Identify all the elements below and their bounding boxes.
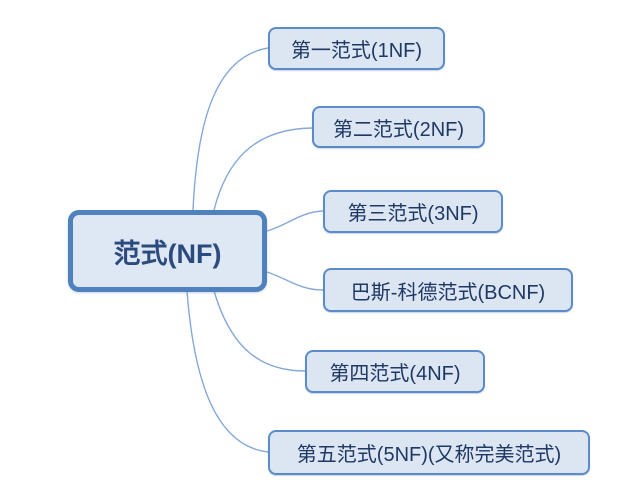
node-root-label: 范式(NF)	[113, 238, 222, 269]
connector-root-to-4nf	[213, 290, 306, 372]
node-2nf[interactable]: 第二范式(2NF)	[312, 106, 485, 148]
connector-root-to-2nf	[213, 127, 313, 211]
node-bcnf[interactable]: 巴斯-科德范式(BCNF)	[323, 268, 573, 312]
connector-root-to-1nf	[192, 47, 269, 211]
connector-root-to-5nf	[186, 290, 269, 453]
node-4nf-label: 第四范式(4NF)	[329, 363, 461, 385]
node-1nf-label: 第一范式(1NF)	[290, 40, 423, 62]
node-bcnf-label: 巴斯-科德范式(BCNF)	[350, 281, 546, 304]
node-root-nf[interactable]: 范式(NF)	[68, 210, 267, 292]
node-2nf-label: 第二范式(2NF)	[332, 118, 465, 141]
node-5nf[interactable]: 第五范式(5NF)(又称完美范式)	[268, 430, 590, 475]
node-4nf[interactable]: 第四范式(4NF)	[305, 350, 485, 393]
node-1nf[interactable]: 第一范式(1NF)	[268, 27, 445, 70]
node-3nf[interactable]: 第三范式(3NF)	[323, 190, 503, 233]
node-3nf-label: 第三范式(3NF)	[347, 203, 479, 225]
node-5nf-label: 第五范式(5NF)(又称完美范式)	[296, 444, 562, 466]
connector-root-to-3nf	[266, 210, 324, 232]
connector-root-to-bcnf	[266, 271, 324, 291]
